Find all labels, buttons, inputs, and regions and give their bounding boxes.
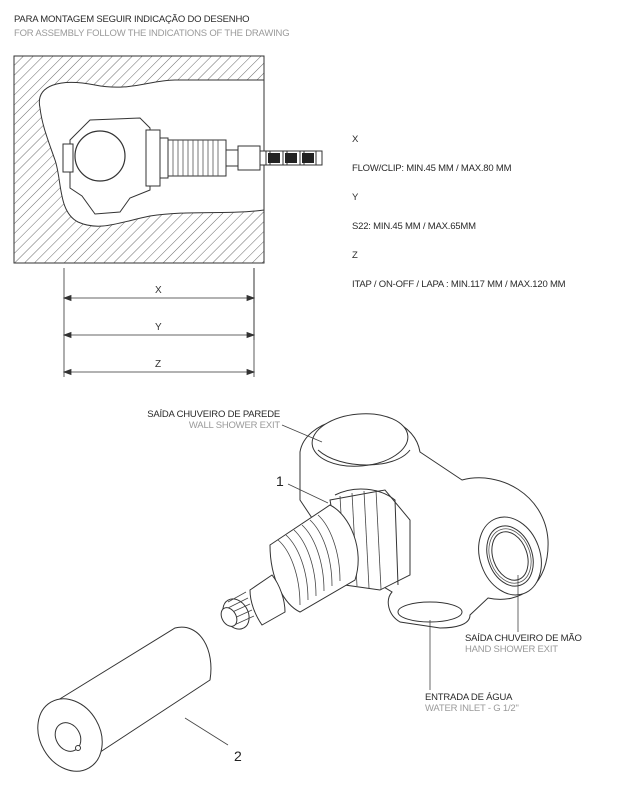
spec-z-value: ITAP / ON-OFF / LAPA : MIN.117 MM / MAX.… [352,279,566,290]
leader-part2 [184,717,229,746]
part-number-1: 1 [276,473,284,489]
callout-hand-shower-en: HAND SHOWER EXIT [465,644,558,655]
cartridge-thread-iso [269,504,359,613]
cartridge-thread [167,139,227,177]
callout-water-inlet-pt: ENTRADA DE ÁGUA [425,692,513,703]
spec-x-key: X [352,134,359,145]
callout-hand-shower-pt: SAÍDA CHUVEIRO DE MÃO [465,633,582,644]
callout-wall-shower: SAÍDA CHUVEIRO DE PAREDE WALL SHOWER EXI… [135,409,280,431]
part-number-2: 2 [234,748,242,764]
spline-shaft [259,150,323,166]
callout-water-inlet-en: WATER INLET - G 1/2" [425,703,519,714]
valve-outlet-circle [74,130,126,182]
spline-tip [220,591,255,630]
dimension-label-y: Y [155,322,162,333]
dimension-label-z: Z [155,359,162,370]
spec-x-value: FLOW/CLIP: MIN.45 MM / MAX.80 MM [352,163,512,174]
callout-wall-shower-en: WALL SHOWER EXIT [188,420,280,431]
spec-y-value: S22: MIN.45 MM / MAX.65MM [352,221,476,232]
stem-tip [249,574,286,626]
leader-part1 [287,483,329,504]
dimension-label-x: X [155,285,162,296]
dimension-lines [62,268,256,377]
leader-wall-shower [281,424,323,443]
exploded-view [37,413,549,772]
wall-section-view [13,55,323,264]
spec-y-key: Y [352,192,359,203]
callout-water-inlet: ENTRADA DE ÁGUA WATER INLET - G 1/2" [425,692,519,714]
water-inlet-port [397,601,463,623]
instruction-pt: PARA MONTAGEM SEGUIR INDICAÇÃO DO DESENH… [14,14,250,25]
callout-wall-shower-pt: SAÍDA CHUVEIRO DE PAREDE [147,409,280,420]
leader-lines [184,424,519,746]
callout-hand-shower: SAÍDA CHUVEIRO DE MÃO HAND SHOWER EXIT [465,633,582,655]
extension-tube [37,626,212,772]
instruction-en: FOR ASSEMBLY FOLLOW THE INDICATIONS OF T… [14,28,290,39]
spec-z-key: Z [352,250,358,261]
